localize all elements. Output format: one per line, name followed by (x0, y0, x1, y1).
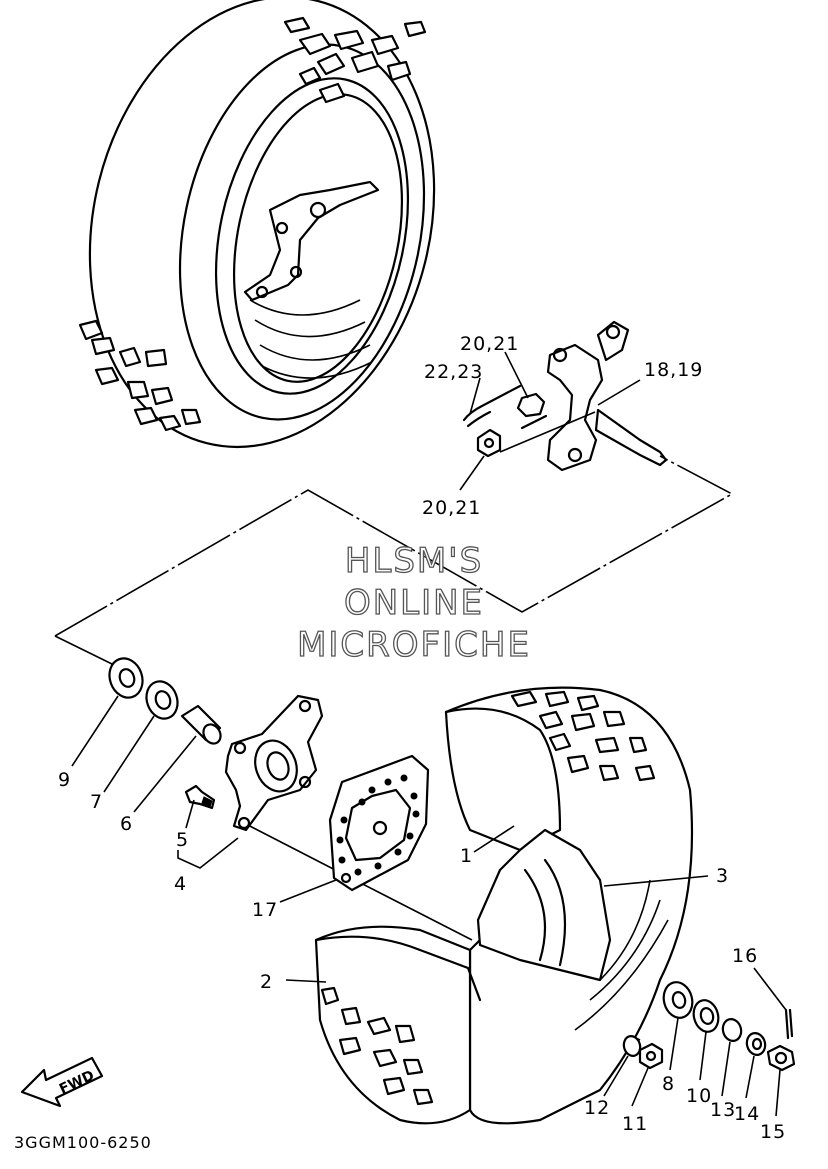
oil-seal-10 (692, 999, 720, 1033)
callout-11: 11 (622, 1113, 648, 1135)
callout-10: 10 (686, 1085, 712, 1107)
diagram-code: 3GGM100-6250 (14, 1133, 152, 1152)
hub-4 (224, 694, 324, 832)
forward-arrow-icon: FWD (20, 1056, 104, 1108)
washer-12 (622, 1035, 642, 1057)
callout-leaders (71, 695, 787, 1117)
callout-20-21-top: 20,21 (460, 333, 519, 355)
callout-17: 17 (252, 899, 278, 921)
callout-22-23: 22,23 (424, 361, 483, 383)
spacer-6 (180, 704, 222, 745)
callout-20-21-bottom: 20,21 (422, 497, 481, 519)
nut-15 (766, 1044, 796, 1072)
callout-2: 2 (260, 971, 273, 993)
bearing-8 (662, 981, 694, 1019)
callout-8: 8 (662, 1073, 675, 1095)
callout-labels: 1 2 3 4 5 6 7 8 9 10 11 12 13 14 15 16 1… (58, 333, 786, 1143)
callout-1: 1 (460, 845, 473, 867)
callout-15: 15 (760, 1121, 786, 1143)
callout-4: 4 (174, 873, 187, 895)
assembled-wheel-illustration (78, 0, 436, 449)
steering-knuckle-illustration (459, 320, 668, 491)
watermark-line-1: HLSM'S (345, 541, 483, 581)
callout-5: 5 (176, 829, 189, 851)
watermark: HLSM'S ONLINE MICROFICHE (296, 540, 531, 665)
cotter-pin-16 (784, 1008, 794, 1040)
bearing-7 (145, 680, 179, 720)
axle-hardware (622, 981, 796, 1072)
oil-seal-9 (108, 657, 144, 699)
callout-13: 13 (710, 1099, 736, 1121)
callout-3: 3 (716, 865, 729, 887)
callout-18-19: 18,19 (644, 359, 703, 381)
callout-12: 12 (584, 1097, 610, 1119)
plate-17 (328, 754, 430, 892)
watermark-line-2: ONLINE (344, 583, 484, 623)
callout-6: 6 (120, 813, 133, 835)
watermark-line-3: MICROFICHE (297, 625, 531, 665)
callout-9: 9 (58, 769, 71, 791)
callout-7: 7 (90, 791, 103, 813)
washer-14 (745, 1032, 767, 1056)
washer-13 (721, 1018, 743, 1042)
nut-11 (638, 1042, 664, 1070)
bolt-5 (184, 784, 216, 810)
tire-and-rim-exploded (314, 686, 694, 1125)
callout-16: 16 (732, 945, 758, 967)
callout-14: 14 (734, 1103, 760, 1125)
